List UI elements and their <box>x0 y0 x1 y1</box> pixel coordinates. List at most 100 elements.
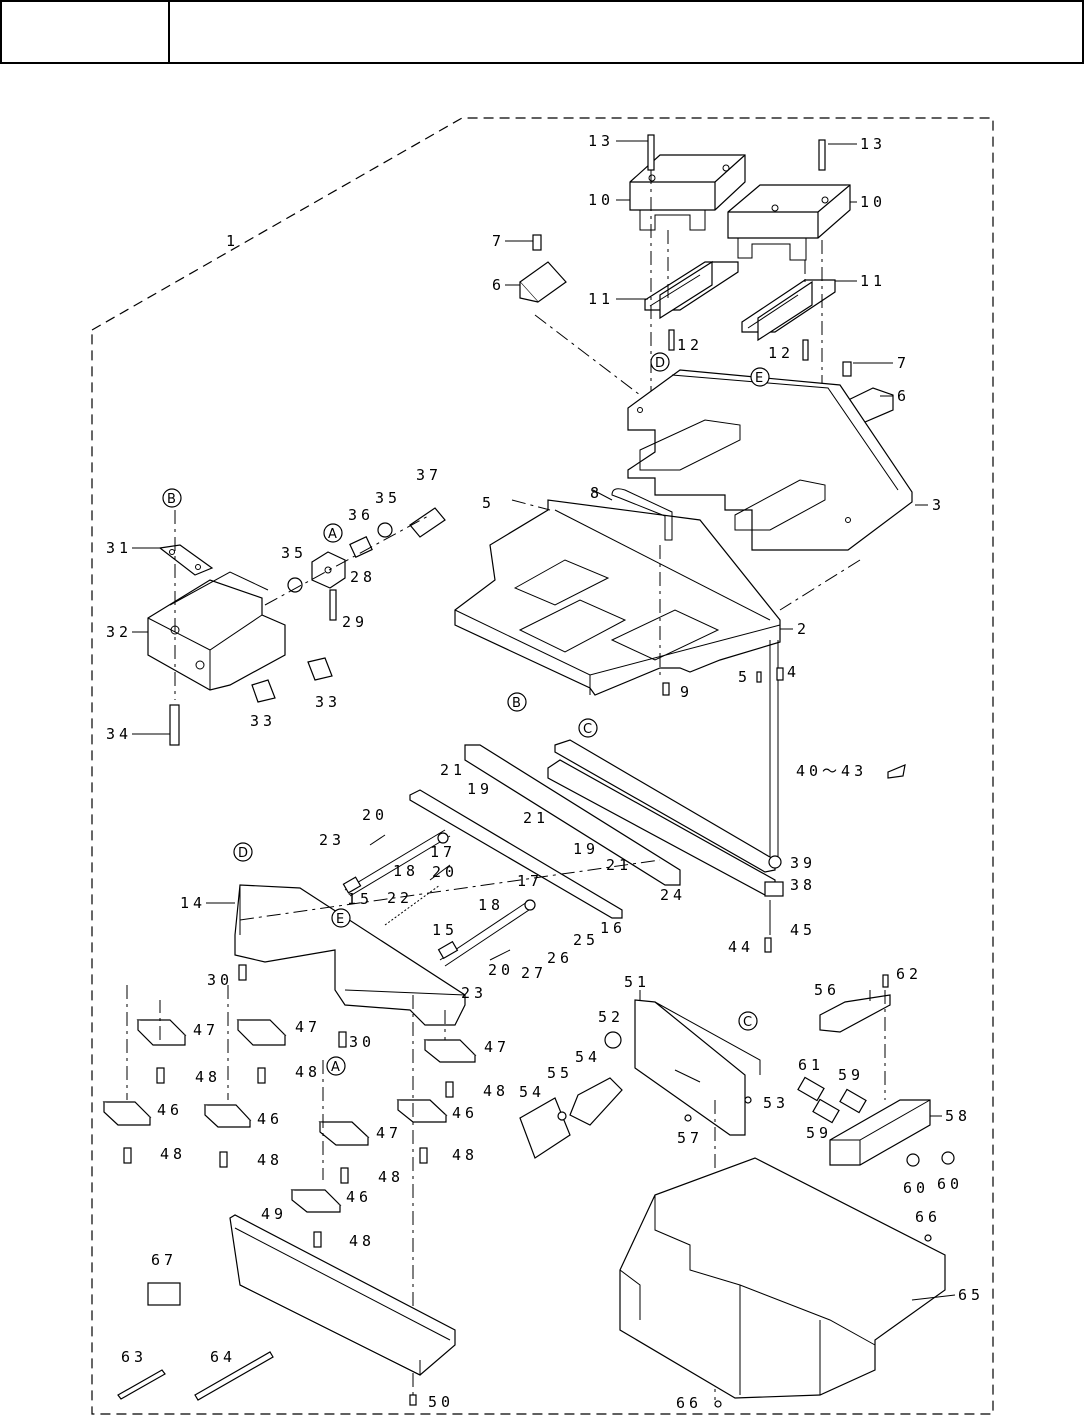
label-6b: 6 <box>897 387 910 405</box>
label-8: 8 <box>590 484 603 502</box>
svg-text:A: A <box>331 1060 340 1075</box>
part-54-connector <box>519 1097 571 1159</box>
label-52: 52 <box>598 1008 624 1026</box>
label-61: 61 <box>798 1056 824 1074</box>
washer-35b <box>377 522 393 538</box>
washer-35a <box>287 577 303 593</box>
leader <box>534 314 641 396</box>
label-19b: 19 <box>573 840 599 858</box>
part-17a <box>437 832 449 844</box>
label-17a: 17 <box>430 843 456 861</box>
centerline <box>264 514 431 606</box>
header-table <box>0 0 1084 64</box>
part-8-handle <box>611 488 673 541</box>
label-47a: 47 <box>193 1021 219 1039</box>
label-66b: 66 <box>676 1394 702 1412</box>
svg-text:C: C <box>583 722 592 737</box>
part-14-slide-plate <box>234 884 466 1026</box>
label-21b: 21 <box>523 809 549 827</box>
screw-29 <box>329 589 337 621</box>
part-10-right <box>727 184 851 261</box>
label-10a: 10 <box>588 191 614 209</box>
label-53: 53 <box>763 1094 789 1112</box>
svg-text:E: E <box>755 371 763 386</box>
label-33a: 33 <box>250 712 276 730</box>
label-15a: 15 <box>347 890 373 908</box>
label-12a: 12 <box>677 336 703 354</box>
marker-C-2: C <box>738 1011 758 1031</box>
label-21a: 21 <box>440 761 466 779</box>
label-59b: 59 <box>806 1124 832 1142</box>
screw-53 <box>744 1096 752 1104</box>
label-50: 50 <box>428 1393 454 1411</box>
label-5a: 5 <box>482 494 495 512</box>
part-11-right-rail <box>741 279 836 342</box>
part-15b <box>437 940 459 960</box>
label-26: 26 <box>547 949 573 967</box>
label-44: 44 <box>728 938 754 956</box>
label-10b: 10 <box>860 193 886 211</box>
block-38 <box>764 881 784 897</box>
marker-C-1: C <box>578 718 598 738</box>
part-10-left <box>629 154 746 231</box>
label-33b: 33 <box>315 693 341 711</box>
header-cell-left <box>2 2 170 62</box>
marker-A-1: A <box>323 523 343 543</box>
label-48e: 48 <box>257 1151 283 1169</box>
label-16: 16 <box>600 919 626 937</box>
screw-37 <box>409 507 446 538</box>
assembly-boundary <box>91 117 994 1415</box>
screw-34 <box>169 704 180 746</box>
label-48b: 48 <box>295 1063 321 1081</box>
label-23a: 23 <box>319 831 345 849</box>
pin-5 <box>756 671 762 683</box>
label-32: 32 <box>106 623 132 641</box>
part-56-bracket <box>819 994 891 1033</box>
label-65: 65 <box>958 1286 984 1304</box>
svg-text:D: D <box>238 846 248 861</box>
label-48g: 48 <box>378 1168 404 1186</box>
label-13b: 13 <box>860 135 886 153</box>
part-33-fittings <box>251 657 333 703</box>
label-56: 56 <box>814 981 840 999</box>
marker-A-2: A <box>326 1056 346 1076</box>
label-3: 3 <box>932 496 945 514</box>
part-24-rail <box>464 744 681 886</box>
label-18a: 18 <box>393 862 419 880</box>
part-51-bracket <box>634 999 761 1136</box>
label-21c: 21 <box>606 856 632 874</box>
screw-62 <box>882 974 889 988</box>
screw-55 <box>557 1111 567 1121</box>
label-2: 2 <box>797 620 810 638</box>
parts-59-61 <box>797 1076 955 1167</box>
marker-B-2: B <box>507 692 527 712</box>
label-9: 9 <box>680 683 693 701</box>
label-24: 24 <box>660 886 686 904</box>
label-20b: 20 <box>432 863 458 881</box>
label-1: 1 <box>226 232 239 250</box>
label-40-43: 40～43 <box>796 762 867 780</box>
label-47d: 47 <box>376 1124 402 1142</box>
label-48d: 48 <box>160 1145 186 1163</box>
label-48f: 48 <box>452 1146 478 1164</box>
part-3-frame <box>627 369 913 551</box>
label-47c: 47 <box>484 1038 510 1056</box>
leader <box>511 499 551 511</box>
labels: 1 2 3 4 5 5 6 6 7 7 8 9 10 10 11 11 12 1… <box>106 132 984 1412</box>
label-5b: 5 <box>738 668 751 686</box>
label-34: 34 <box>106 725 132 743</box>
label-46c: 46 <box>452 1104 478 1122</box>
marker-E-1: E <box>750 367 770 387</box>
marker-D-2: D <box>233 842 253 862</box>
svg-text:D: D <box>655 356 665 371</box>
part-32-cylinder <box>147 571 286 691</box>
label-37: 37 <box>416 466 442 484</box>
label-45: 45 <box>790 921 816 939</box>
part-31-plate <box>158 544 214 576</box>
label-62: 62 <box>896 965 922 983</box>
label-54b: 54 <box>519 1083 545 1101</box>
pin-63 <box>117 1369 166 1400</box>
label-31: 31 <box>106 539 132 557</box>
label-30b: 30 <box>349 1033 375 1051</box>
part-11-left-rail <box>644 260 739 320</box>
